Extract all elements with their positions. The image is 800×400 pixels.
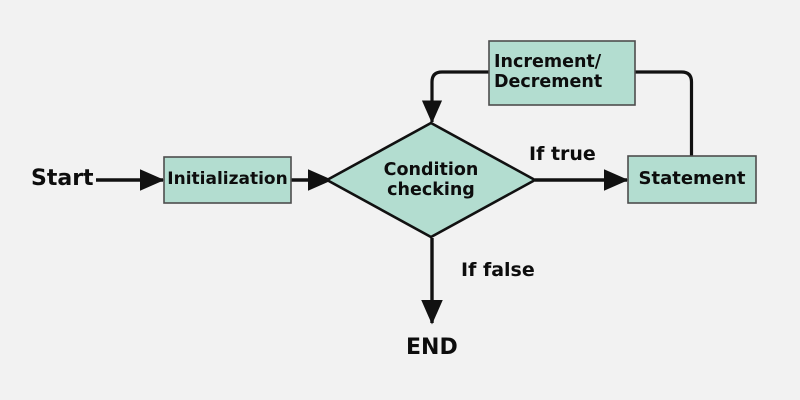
node-end-label: END xyxy=(406,335,458,360)
node-condition xyxy=(324,121,538,239)
node-initialization xyxy=(163,156,292,204)
edge-label-if-true: If true xyxy=(529,143,596,165)
edge-statement-to-increment xyxy=(635,70,694,156)
node-statement xyxy=(627,155,757,204)
edge-label-if-false: If false xyxy=(461,259,535,281)
node-increment-decrement xyxy=(488,40,636,106)
edge-increment-to-condition xyxy=(421,70,489,124)
node-start-label: Start xyxy=(31,166,94,191)
